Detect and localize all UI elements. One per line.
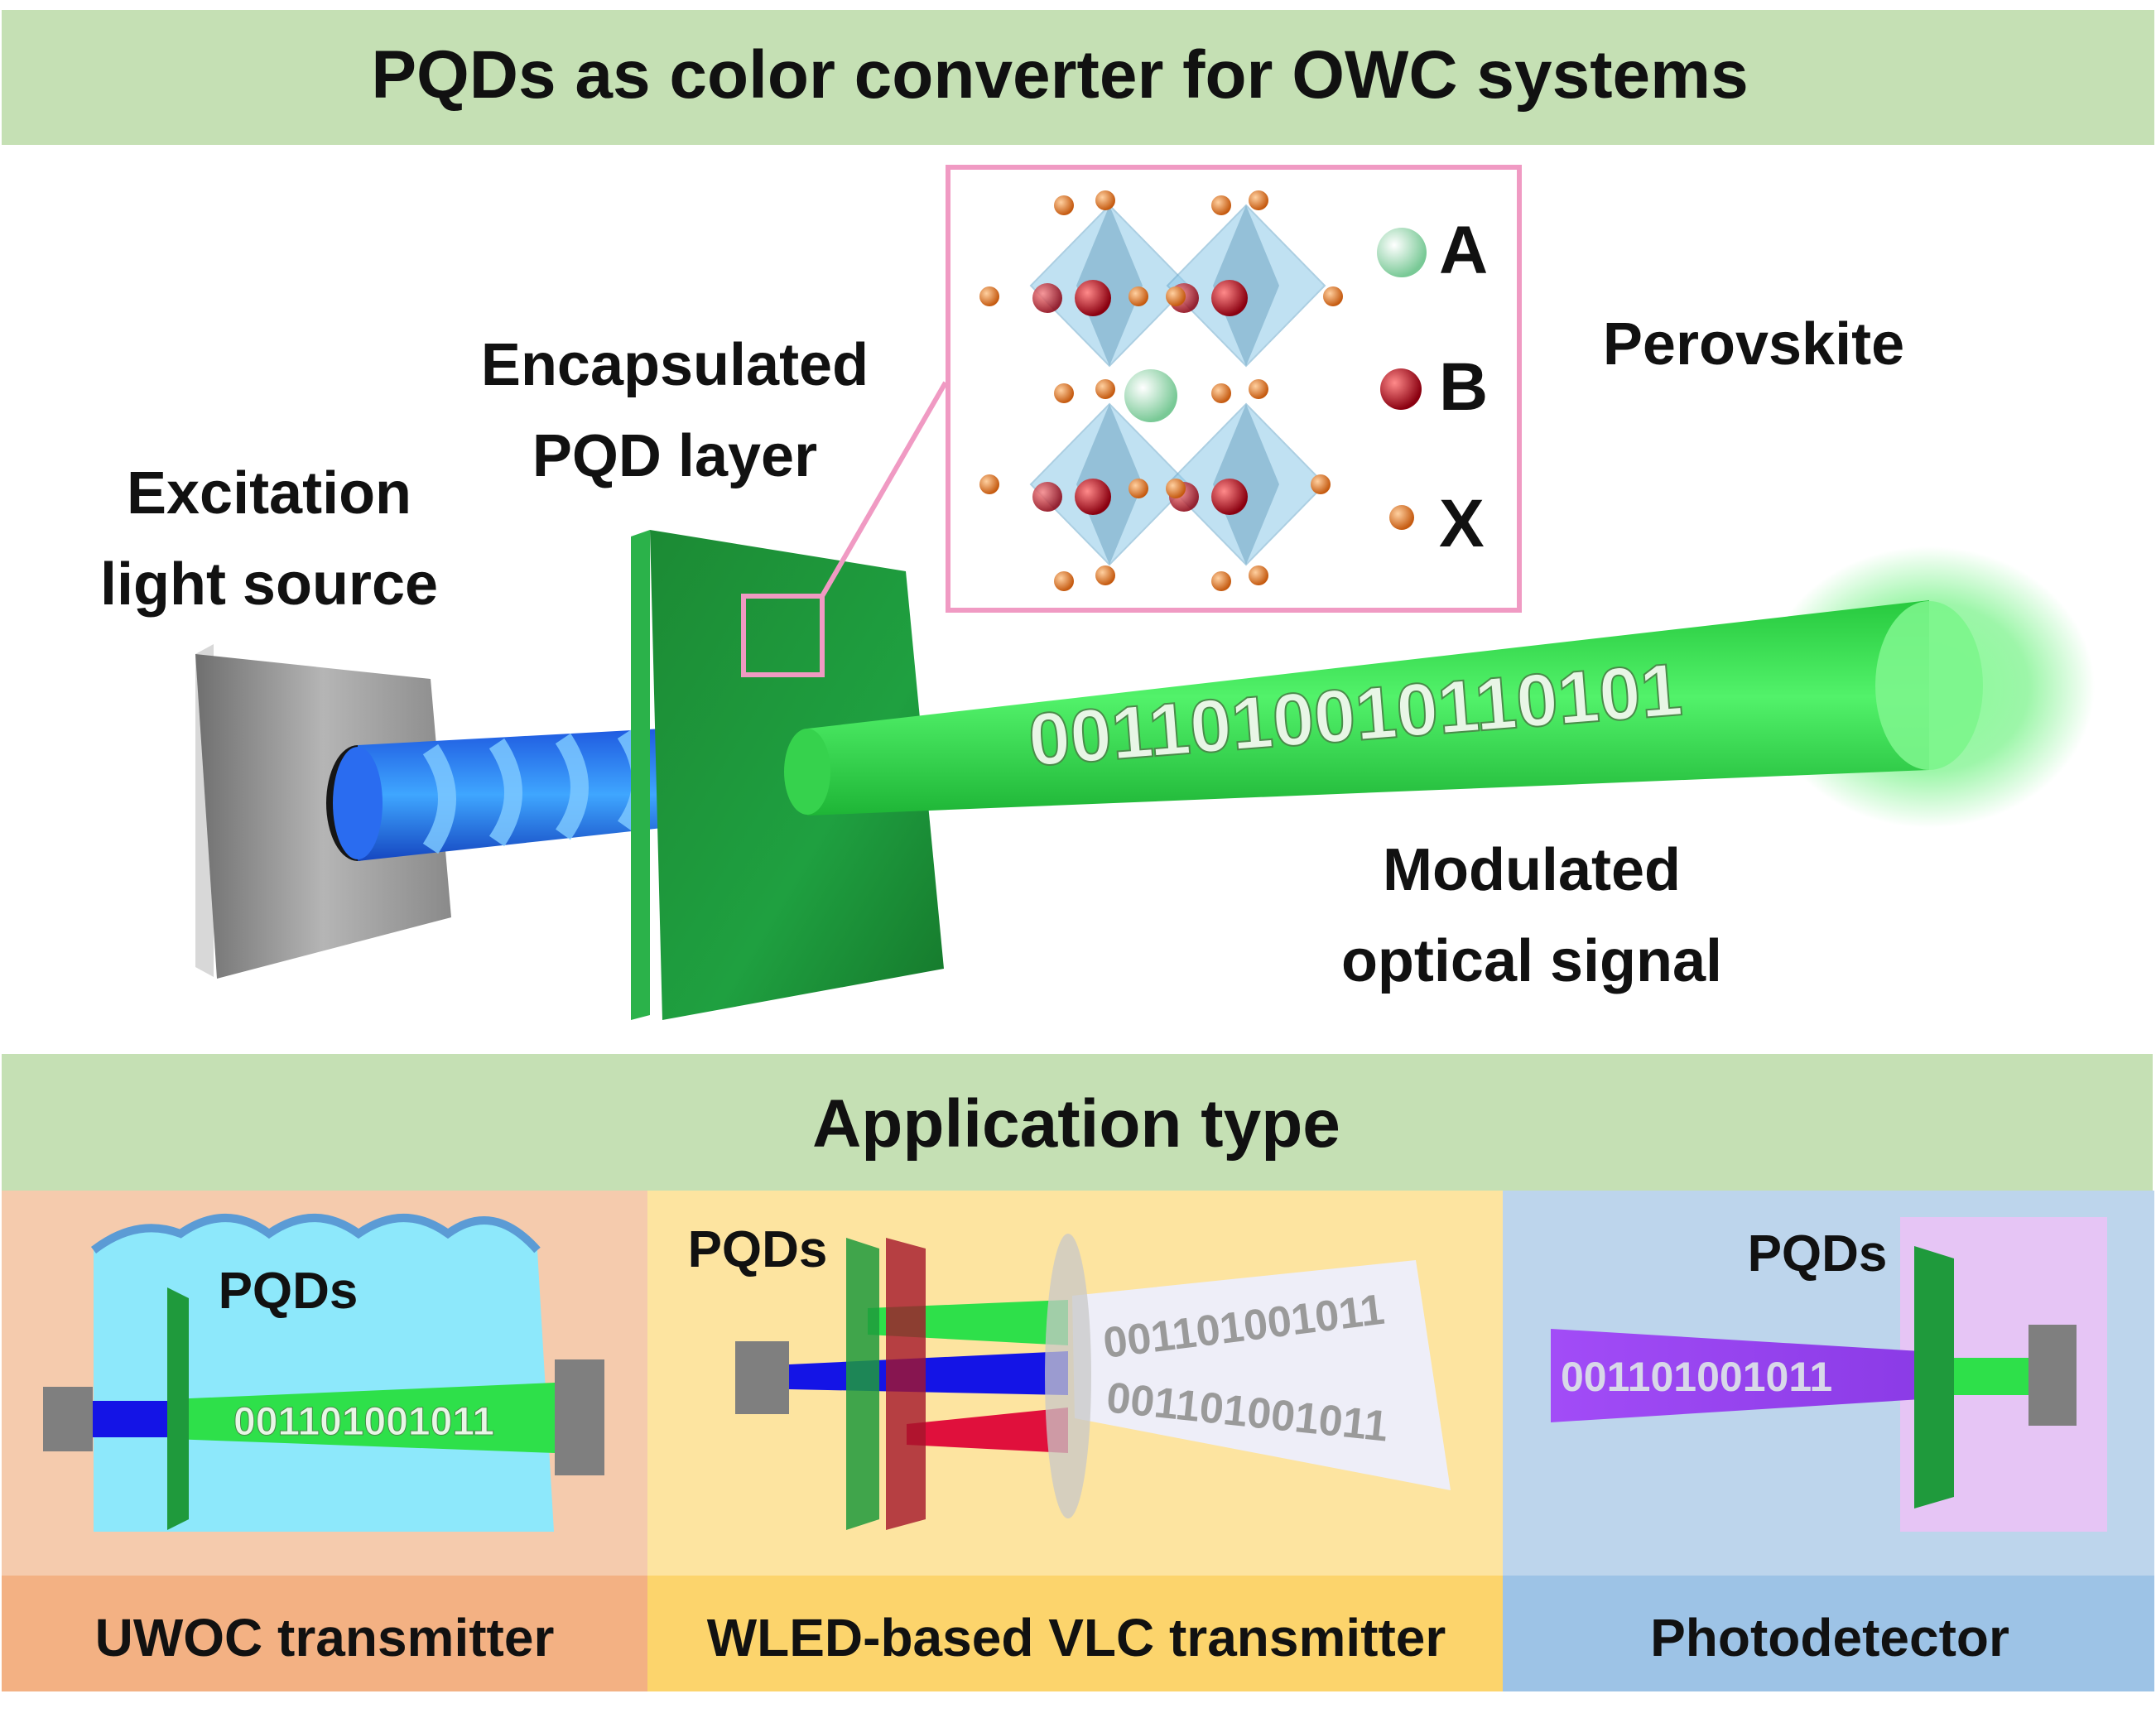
wled-title: WLED-based VLC transmitter [707,1608,1446,1667]
uwoc-source-box [43,1387,93,1451]
photodetector-pqd-plate [1914,1246,1954,1508]
wled-pqd-label: PQDs [688,1221,828,1278]
wled-lens [1045,1234,1091,1518]
uwoc-pqd-plate [167,1287,189,1530]
excitation-label-line2: light source [100,551,438,618]
perovskite-label: Perovskite [1603,311,1904,378]
photodetector-violet-beam [1551,1329,1921,1422]
legend-a-label: A [1439,213,1488,288]
top-banner [2,10,2154,145]
wled-output-screen [1072,1260,1451,1490]
modulated-label-line2: optical signal [1341,928,1722,994]
modulated-label-line1: Modulated [1383,837,1681,903]
top-banner-title: PQDs as color converter for OWC systems [371,37,1748,113]
perovskite-inset: A B X [946,165,1522,613]
inset-legend: A B X [1377,213,1488,561]
light-source-face [195,654,451,979]
x-site-atoms [979,190,1343,591]
a-site-atom [1124,369,1177,422]
legend-a-sphere [1377,228,1427,277]
photodetector-pqd-label: PQDs [1748,1225,1888,1282]
panel-wled: PQDs 001101001011 001101001011 WLED-base… [647,1191,1503,1691]
uwoc-title: UWOC transmitter [95,1608,555,1667]
application-banner [2,1054,2153,1191]
legend-b-sphere [1380,368,1422,410]
wled-source-box [735,1341,789,1414]
zoom-connector [820,381,948,598]
water-tank [94,1218,554,1532]
pqd-layer-label-line2: PQD layer [532,423,817,489]
wled-green-pqd-plate [846,1238,879,1530]
panel-uwoc: PQDs 001101001011 UWOC transmitter [2,1191,647,1691]
uwoc-blue-beam [93,1401,171,1437]
octahedra [1029,204,1326,566]
pqd-zoom-box [741,594,825,677]
application-title: Application type [812,1086,1340,1162]
legend-x-label: X [1439,486,1485,561]
photodetector-sensor-box [2028,1325,2077,1426]
legend-x-sphere [1389,505,1414,530]
photodetector-bits: 001101001011 [1561,1354,1832,1400]
water-surface [90,1214,541,1253]
pqd-layer-label-line1: Encapsulated [481,332,869,398]
panel-wled-footer [647,1576,1503,1691]
excitation-label-line1: Excitation [127,460,411,527]
wled-red-pqd-plate [886,1238,926,1530]
excitation-beam [333,728,662,861]
uwoc-detector-box [555,1359,604,1475]
photodetector-title: Photodetector [1650,1608,2009,1667]
panel-photodetector-footer [1503,1576,2154,1691]
uwoc-green-beam [171,1383,555,1453]
panel-uwoc-footer [2,1576,647,1691]
uwoc-bits: 001101001011 [233,1400,494,1444]
legend-b-label: B [1439,349,1488,425]
panel-photodetector: PQDs 001101001011 Photodetector [1503,1191,2154,1691]
uwoc-pqd-label: PQDs [219,1263,359,1320]
wled-red-beam [907,1407,1068,1453]
